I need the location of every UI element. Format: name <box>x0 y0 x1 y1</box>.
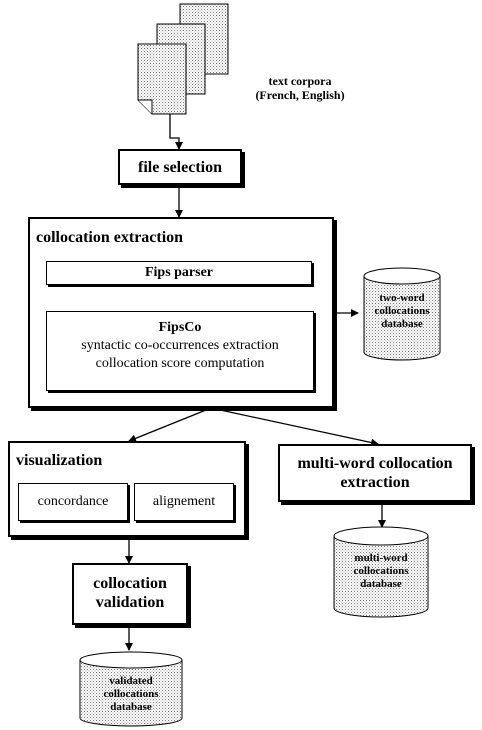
corpora-label-line-2: (French, English) <box>255 88 345 102</box>
validated-db-line-2: collocations <box>103 688 159 700</box>
two-word-db-line-1: two-word <box>379 292 425 304</box>
multi-word-extraction-box: multi-word collocation extraction <box>278 444 472 502</box>
multi-word-db-label: multi-word collocations database <box>334 552 428 591</box>
validated-db-line-1: validated <box>109 675 153 687</box>
concordance-box: concordance <box>18 483 128 521</box>
file-selection-label: file selection <box>138 158 222 176</box>
alignement-label: alignement <box>152 494 216 509</box>
collocation-validation-line-1: collocation <box>93 575 167 592</box>
file-selection-box: file selection <box>118 149 242 185</box>
collocation-validation-box: collocation validation <box>72 563 188 625</box>
validated-db-line-3: database <box>110 701 152 713</box>
arrow-extraction-to-visualization <box>128 407 212 443</box>
arrow-corpora-to-file-selection <box>169 114 183 150</box>
fipsco-box: FipsCo syntactic co-occurrences extracti… <box>46 311 314 391</box>
arrow-extraction-to-multi-word <box>210 407 379 447</box>
concordance-label: concordance <box>37 494 109 509</box>
visualization-title: visualization <box>16 452 103 469</box>
collocation-validation-line-2: validation <box>95 594 165 611</box>
two-word-db-line-3: database <box>381 318 423 330</box>
validated-db-cylinder-icon <box>79 651 183 727</box>
corpora-label-line-1: text corpora <box>268 74 332 88</box>
text-corpora-label: text corpora (French, English) <box>245 74 355 102</box>
multi-word-db-line-3: database <box>360 578 402 590</box>
document-stack-icon <box>137 3 229 115</box>
fips-parser-label: Fips parser <box>144 265 214 280</box>
two-word-db-line-2: collocations <box>374 305 430 317</box>
multi-word-extraction-line-2: extraction <box>340 474 410 491</box>
multi-word-db-cylinder-icon <box>333 526 429 618</box>
multi-word-db-line-1: multi-word <box>354 552 408 564</box>
document-icon <box>137 43 187 115</box>
collocation-extraction-title: collocation extraction <box>36 229 184 246</box>
multi-word-db-line-2: collocations <box>353 565 409 577</box>
fipsco-line-2: collocation score computation <box>95 356 265 371</box>
fips-parser-box: Fips parser <box>46 261 312 285</box>
alignement-box: alignement <box>134 483 234 521</box>
multi-word-extraction-line-1: multi-word collocation <box>297 455 453 472</box>
fipsco-title: FipsCo <box>158 320 202 335</box>
two-word-db-label: two-word collocations database <box>364 292 440 331</box>
validated-db-label: validated collocations database <box>80 675 182 714</box>
fipsco-line-1: syntactic co-occurrences extraction <box>81 338 279 353</box>
two-word-db-cylinder-icon <box>363 267 441 361</box>
